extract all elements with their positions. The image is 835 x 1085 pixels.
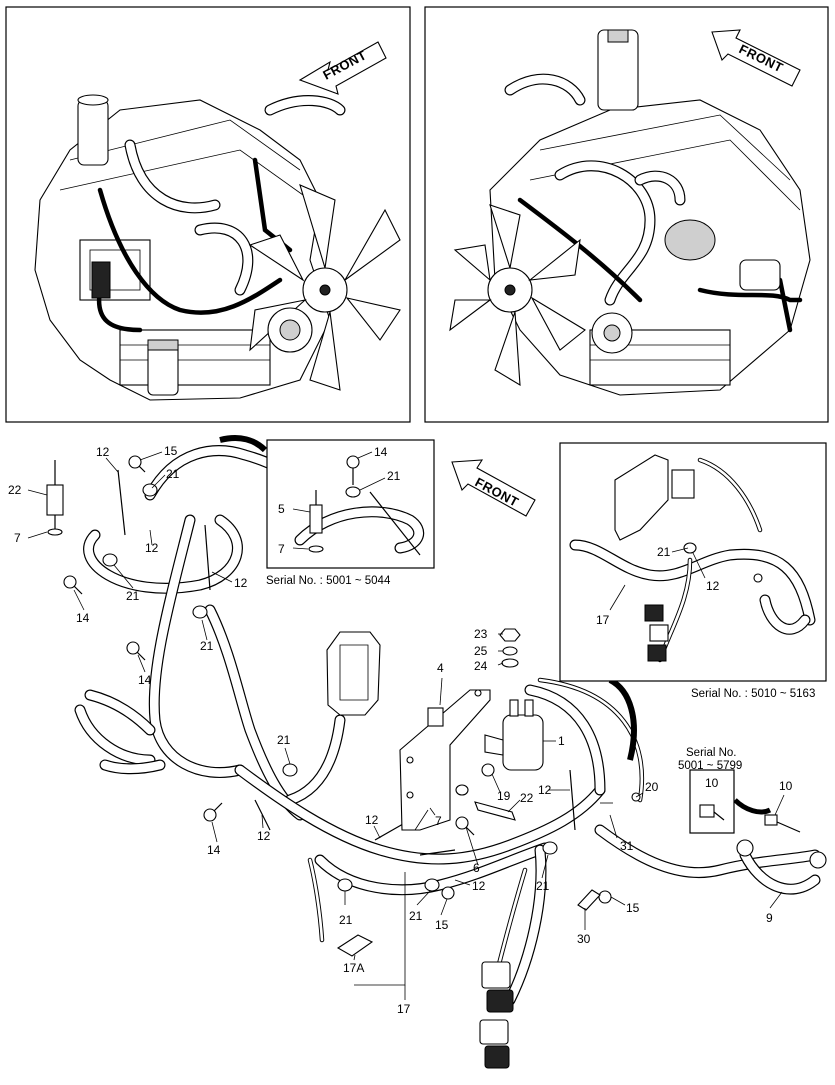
callout: 15 [435, 918, 449, 932]
callout: 10 [705, 776, 719, 790]
callout: 6 [473, 861, 480, 875]
callout: 1 [558, 734, 565, 748]
solenoid-hardware [499, 628, 521, 668]
callout: 12 [257, 829, 271, 843]
bottom-connectors [479, 961, 514, 1069]
stud-22-top [46, 460, 64, 536]
harness-connector-boot [326, 631, 381, 716]
callout: 31 [620, 839, 634, 853]
bolts [63, 455, 641, 904]
callout: 17 [397, 1002, 411, 1016]
callout: 21 [339, 913, 353, 927]
front-arrow-harness: FRONT [451, 459, 536, 517]
harness-main [74, 435, 821, 1006]
stud-22-lower [474, 801, 516, 821]
callout: 14 [76, 611, 90, 625]
callout: 21 [657, 545, 671, 559]
callout: 21 [277, 733, 291, 747]
callout: 12 [234, 576, 248, 590]
callout: 21 [200, 639, 214, 653]
callout: 12 [365, 813, 379, 827]
callout: 22 [8, 483, 22, 497]
callout: 14 [138, 673, 152, 687]
callout: 4 [437, 661, 444, 675]
callout: 20 [645, 780, 659, 794]
callout: 7 [14, 531, 21, 545]
callout: 15 [164, 444, 178, 458]
callout: 24 [474, 659, 488, 673]
callout: 21 [166, 467, 180, 481]
serial-label-a: Serial No. : 5001 ~ 5044 [266, 575, 391, 587]
clip-17a [336, 934, 374, 957]
callout: 22 [520, 791, 534, 805]
callout: 12 [706, 579, 720, 593]
callout: 19 [497, 789, 511, 803]
serial-label-c2: 5001 ~ 5799 [678, 760, 742, 772]
callout: 12 [96, 445, 110, 459]
callout: 12 [145, 541, 159, 555]
fan-right [449, 204, 586, 387]
callout: 17A [343, 961, 364, 975]
callout: 21 [536, 879, 550, 893]
callout: 14 [207, 843, 221, 857]
inset-a [266, 439, 435, 569]
callout: 21 [409, 909, 423, 923]
callout: 21 [387, 469, 401, 483]
callout: 14 [374, 445, 388, 459]
terminal-30 [577, 889, 601, 911]
inset-c [689, 769, 735, 834]
bracket-4 [399, 689, 491, 831]
callout: 17 [596, 613, 610, 627]
battery-cable-9 [736, 839, 827, 895]
callout: 7 [278, 542, 285, 556]
leader-lines [27, 451, 785, 1000]
callout: 12 [538, 783, 552, 797]
callout: 15 [626, 901, 640, 915]
serial-label-b: Serial No. : 5010 ~ 5163 [691, 688, 815, 700]
callout: 12 [472, 879, 486, 893]
engine-view-right [424, 6, 829, 423]
callout-labels: 22 12 15 21 7 12 21 12 14 21 14 14 21 5 … [8, 444, 793, 1016]
callout: 9 [766, 911, 773, 925]
callout: 5 [278, 502, 285, 516]
callout: 7 [435, 814, 442, 828]
serial-labels: Serial No. : 5001 ~ 5044 Serial No. : 50… [266, 575, 815, 772]
callout: 25 [474, 644, 488, 658]
solenoid-1 [484, 699, 544, 771]
callout: 10 [779, 779, 793, 793]
callout: 30 [577, 932, 591, 946]
serial-label-c1: Serial No. [686, 747, 737, 759]
inset-b [559, 442, 827, 682]
bolt-10-right [764, 814, 801, 833]
callout: 23 [474, 627, 488, 641]
callout: 21 [126, 589, 140, 603]
